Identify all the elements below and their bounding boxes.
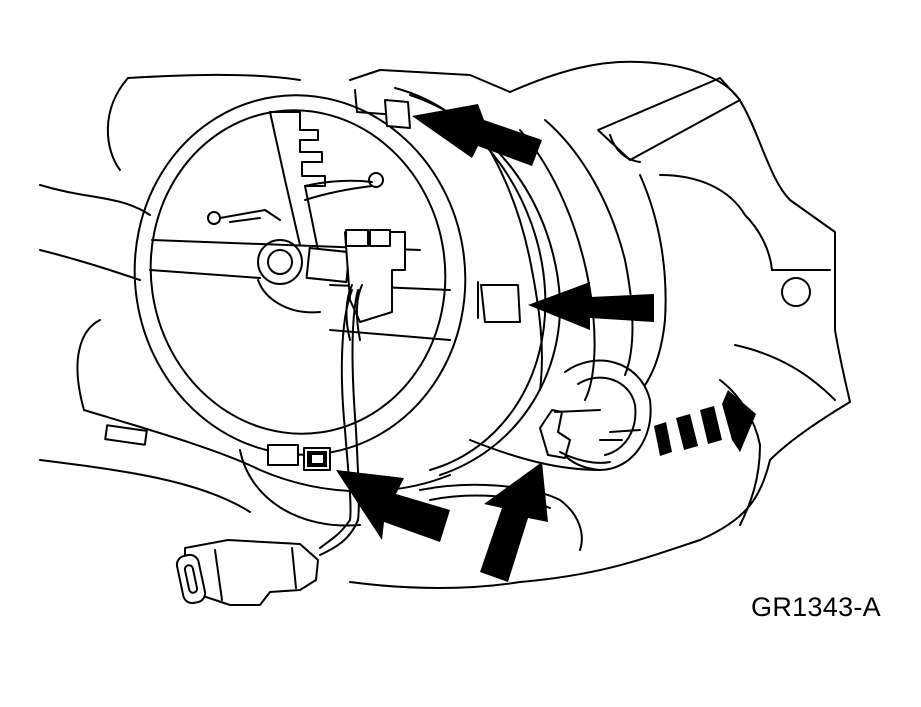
- lower-locking-tabs: [267, 444, 331, 471]
- figure-id-label: GR1343-A: [751, 592, 881, 622]
- lower-tab-arrow: [336, 470, 450, 542]
- upper-tab-arrow: [412, 104, 542, 166]
- removal-direction-arrow: [654, 390, 756, 456]
- clip-arrow: [480, 462, 548, 582]
- right-locking-tab: [477, 281, 521, 323]
- retaining-clip: [539, 359, 652, 471]
- right-tab-arrow: [528, 282, 654, 330]
- upper-locking-tab: [354, 89, 411, 129]
- rotor-hub: [207, 111, 406, 341]
